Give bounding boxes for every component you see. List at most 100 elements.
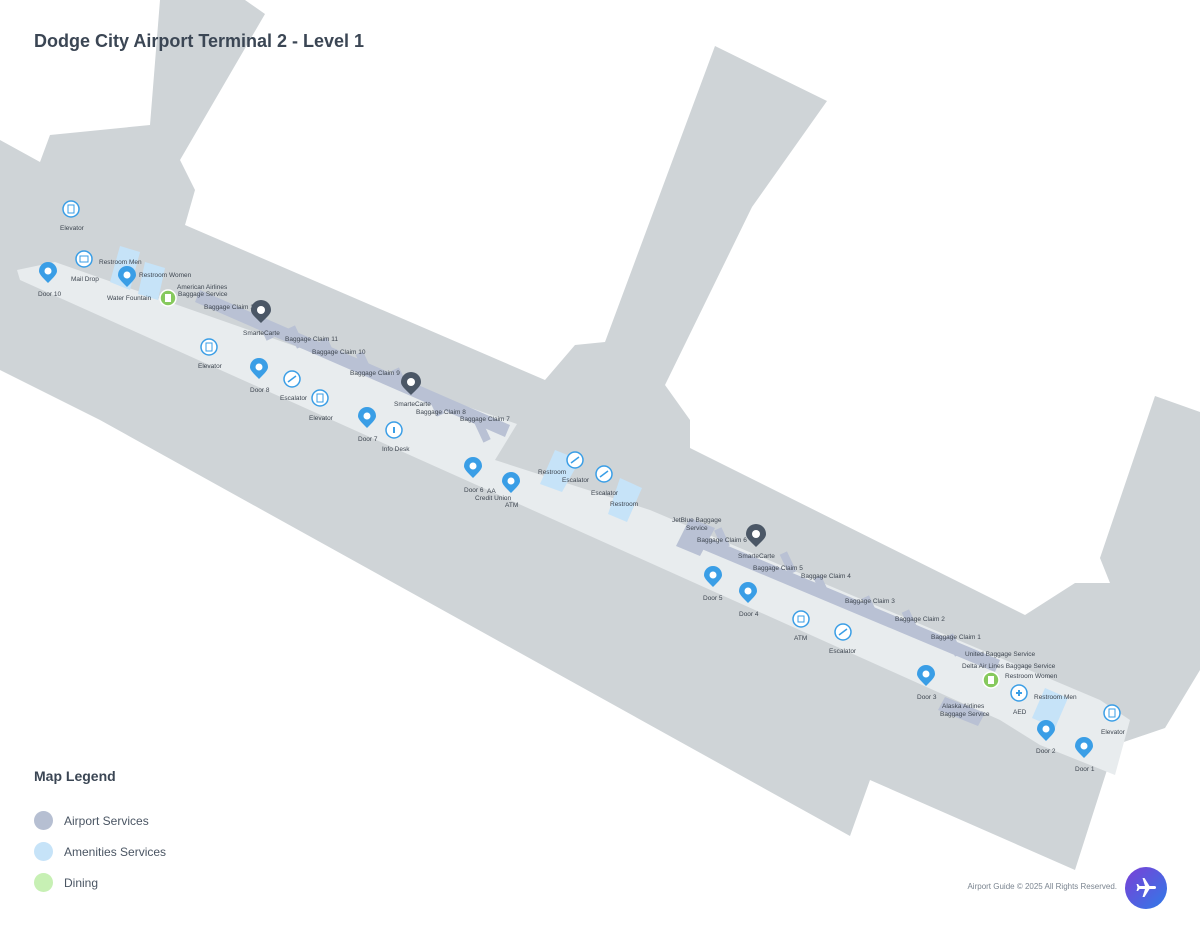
label-bc2: Baggage Claim 2 — [895, 616, 945, 623]
label-bc4: Baggage Claim 4 — [801, 573, 851, 580]
door-icon — [709, 571, 717, 579]
american-baggage-pin[interactable] — [159, 289, 177, 307]
info-desk-pin[interactable] — [385, 421, 403, 439]
label-american-1: American Airlines — [177, 284, 228, 291]
escalator-icon — [599, 470, 609, 478]
legend-swatch — [34, 811, 53, 830]
label-aa: AA — [487, 488, 496, 495]
label-smartecarte-3: SmarteCarte — [738, 553, 775, 560]
carousel — [861, 595, 879, 619]
label-alaska-1: Alaska Airlines — [942, 703, 985, 710]
label-restroom-men-2: Restroom Men — [1034, 694, 1077, 701]
atm-icon — [507, 477, 515, 485]
map-pins — [39, 200, 1121, 758]
door-2-pin[interactable] — [1037, 720, 1055, 741]
atm-1-pin[interactable] — [502, 472, 520, 493]
label-atm-1: ATM — [505, 502, 518, 509]
label-door-5: Door 5 — [703, 595, 723, 602]
carousel — [779, 551, 797, 575]
legend-label: Airport Services — [64, 813, 149, 828]
door-3-pin[interactable] — [917, 665, 935, 686]
label-info-desk: Info Desk — [382, 446, 410, 453]
cart-icon — [752, 530, 760, 538]
carousel — [945, 633, 963, 657]
label-restroom-3: Restroom — [610, 501, 638, 508]
label-door-1: Door 1 — [1075, 766, 1095, 773]
smartecarte-2-pin[interactable] — [401, 372, 421, 395]
label-escalator-1: Escalator — [280, 395, 308, 402]
escalator-4-pin[interactable] — [834, 623, 852, 641]
label-restroom-women-1: Restroom Women — [139, 272, 192, 279]
atm-2-pin[interactable] — [792, 610, 810, 628]
label-jetblue-2: Service — [686, 525, 708, 532]
mail-drop-pin[interactable] — [75, 250, 93, 268]
carousel — [427, 393, 445, 417]
elevator-icon — [67, 204, 75, 214]
main-corridor — [17, 262, 1130, 775]
label-water-fountain: Water Fountain — [107, 295, 152, 302]
elevator-4-pin[interactable] — [1103, 704, 1121, 722]
door-icon — [1042, 725, 1050, 733]
escalator-1-pin[interactable] — [283, 370, 301, 388]
carousel — [319, 337, 337, 361]
label-delta: Delta Air Lines Baggage Service — [962, 663, 1056, 670]
legend-swatch — [34, 842, 53, 861]
label-bc7: Baggage Claim 7 — [460, 416, 510, 423]
cart-icon — [407, 378, 415, 386]
legend-title: Map Legend — [34, 768, 116, 784]
door-1-pin[interactable] — [1075, 737, 1093, 758]
door-5-pin[interactable] — [704, 566, 722, 587]
label-aed: AED — [1013, 709, 1027, 716]
label-door-3: Door 3 — [917, 694, 937, 701]
airplane-icon — [1136, 878, 1156, 897]
baggage-icon — [988, 676, 994, 684]
label-united: United Baggage Service — [965, 651, 1035, 658]
aed-pin[interactable] — [1010, 684, 1028, 702]
elevator-icon — [205, 342, 213, 352]
label-atm-2: ATM — [794, 635, 807, 642]
label-bc1: Baggage Claim 1 — [931, 634, 981, 641]
brand-logo-button[interactable] — [1125, 867, 1167, 909]
escalator-2-pin[interactable] — [566, 451, 584, 469]
label-door-10: Door 10 — [38, 291, 62, 298]
escalator-icon — [287, 375, 297, 383]
door-10-pin[interactable] — [39, 262, 57, 283]
escalator-3-pin[interactable] — [595, 465, 613, 483]
door-8-pin[interactable] — [250, 358, 268, 379]
door-7-pin[interactable] — [358, 407, 376, 428]
atm-icon — [797, 615, 805, 623]
elevator-icon — [1108, 708, 1116, 718]
label-bc8: Baggage Claim 8 — [416, 409, 466, 416]
label-restroom-women-2: Restroom Women — [1005, 673, 1058, 680]
label-bc10: Baggage Claim 10 — [312, 349, 366, 356]
label-elevator-3: Elevator — [309, 415, 334, 422]
carousel — [287, 325, 305, 349]
label-restroom-2: Restroom — [538, 469, 566, 476]
carousel — [813, 575, 831, 599]
delta-baggage-pin[interactable] — [982, 671, 1000, 689]
aed-icon — [1016, 690, 1022, 696]
legend-label: Dining — [64, 875, 99, 890]
elevator-pin[interactable] — [62, 200, 80, 218]
label-mail-drop: Mail Drop — [71, 276, 99, 283]
carousel — [258, 319, 274, 341]
water-fountain-pin[interactable] — [118, 266, 136, 287]
elevator-2-pin[interactable] — [200, 338, 218, 356]
label-smartecarte-2: SmarteCarte — [394, 401, 431, 408]
label-credit-union: Credit Union — [475, 495, 512, 502]
smartecarte-1-pin[interactable] — [251, 300, 271, 323]
label-escalator-4: Escalator — [829, 648, 857, 655]
copyright-text: Airport Guide © 2025 All Rights Reserved… — [967, 882, 1117, 891]
door-4-pin[interactable] — [739, 582, 757, 603]
elevator-3-pin[interactable] — [311, 389, 329, 407]
door-6-pin[interactable] — [464, 457, 482, 478]
label-bc12: Baggage Claim 12 — [204, 304, 258, 311]
label-elevator-2: Elevator — [198, 363, 223, 370]
smartecarte-3-pin[interactable] — [746, 524, 766, 547]
door-icon — [922, 670, 930, 678]
label-bc3: Baggage Claim 3 — [845, 598, 895, 605]
door-icon — [44, 267, 52, 275]
label-american-2: Baggage Service — [178, 291, 228, 298]
door-icon — [363, 412, 371, 420]
